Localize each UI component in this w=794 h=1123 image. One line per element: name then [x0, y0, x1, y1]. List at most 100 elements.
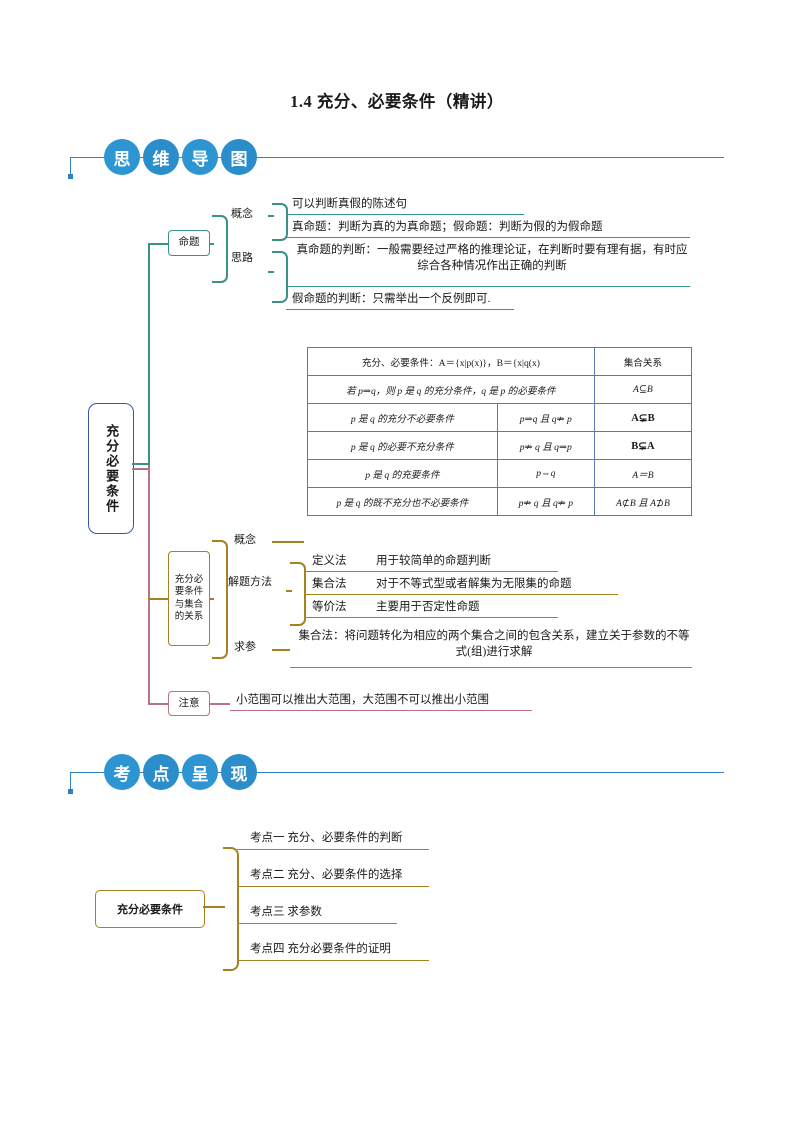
table-row: p 是 q 的既不充分也不必要条件 p⇏ q 且 q⇏ p A⊄B 且 A⊅B — [307, 487, 693, 516]
exam-bracket — [223, 847, 239, 971]
page-title: 1.4 充分、必要条件（精讲） — [290, 92, 504, 111]
exam-underline-3 — [237, 923, 397, 925]
branch1-line-2: 真命题：判断为真的为真命题；假命题：判断为假的为假命题 — [292, 221, 603, 233]
table-cell-set: A⊄B 且 A⊅B — [593, 487, 693, 516]
branch1-line-1: 可以判断真假的陈述句 — [292, 198, 407, 210]
methods-bracket-stem — [286, 590, 292, 592]
section-bubbles: 思 维 导 图 — [104, 139, 257, 175]
table-cell-logic: p⇏ q 且 q⇒p — [496, 431, 595, 460]
method-name-1: 定义法 — [312, 555, 347, 567]
section-rule — [70, 157, 724, 158]
table-header-right: 集合关系 — [593, 347, 693, 376]
section-left-cap — [68, 157, 73, 179]
branch3-label: 注意 — [178, 697, 200, 709]
method-desc-1: 用于较简单的命题判断 — [376, 555, 491, 567]
branch3-stem — [148, 703, 168, 705]
exam-root-stem — [203, 906, 223, 908]
table-cell-logic: p⇔q — [496, 459, 595, 488]
table-row: p 是 q 的充要条件 p⇔q A＝B — [307, 459, 693, 488]
bubble-char: 思 — [104, 139, 140, 175]
conditions-table: 充分、必要条件：A＝{x|p(x)}，B＝{x|q(x) 集合关系 若 p⇒q，… — [307, 347, 693, 516]
branch1-sub-label-approach: 思路 — [231, 252, 253, 264]
mindmap-root-node: 充分必要条件 — [88, 403, 134, 534]
branch2-sub-label-methods: 解题方法 — [228, 576, 272, 588]
branch1-node: 命题 — [168, 230, 210, 256]
branch3-underline — [230, 710, 532, 712]
param-underline — [290, 667, 692, 669]
branch1-line-3: 真命题的判断：一般需要经过严格的推理论证，在判断时要有理有据，有时应综合各种情况… — [296, 244, 688, 272]
branch2-sub-label-param: 求参 — [234, 641, 256, 653]
exam-root-label: 充分必要条件 — [117, 904, 183, 916]
table-row: p 是 q 的充分不必要条件 p⇒q 且 q⇏ p A⊊B — [307, 403, 693, 432]
method-underline-3 — [304, 617, 558, 619]
table-cell-set: A＝B — [593, 459, 693, 488]
concept-bracket-stem — [268, 215, 274, 217]
root-connector-rose — [132, 468, 149, 470]
branch2-param-text: 集合法：将问题转化为相应的两个集合之间的包含关系，建立关于参数的不等式(组)进行… — [298, 630, 690, 659]
branch1-sub-label-concept: 概念 — [231, 208, 253, 220]
mindmap-root-label: 充分必要条件 — [104, 423, 120, 514]
exam-bracket-stem — [221, 906, 225, 908]
branch1-stem — [148, 243, 168, 245]
table-cell-cond: p 是 q 的既不充分也不必要条件 — [307, 487, 498, 516]
concept-bracket — [272, 203, 288, 241]
branch2-label: 充分必要条件与集合的关系 — [174, 574, 204, 622]
method-desc-2: 对于不等式型或者解集为无限集的命题 — [376, 578, 572, 590]
method-desc-3: 主要用于否定性命题 — [376, 601, 480, 613]
table-row: p 是 q 的必要不充分条件 p⇏ q 且 q⇒p B⊊A — [307, 431, 693, 460]
branch1-underline-1 — [286, 214, 524, 216]
branch2-sub-label-concept: 概念 — [234, 534, 256, 546]
bubble-char: 呈 — [182, 754, 218, 790]
table-cell-cond: p 是 q 的充分不必要条件 — [307, 403, 498, 432]
approach-bracket-stem — [268, 271, 274, 273]
bubble-char: 考 — [104, 754, 140, 790]
param-link — [272, 649, 290, 651]
branch2-bracket-stem — [210, 598, 214, 600]
branch3-text: 小范围可以推出大范围，大范围不可以推出小范围 — [236, 694, 489, 706]
exam-point-4: 考点四 充分必要条件的证明 — [250, 943, 391, 955]
table-cell-cond: 若 p⇒q，则 p 是 q 的充分条件，q 是 p 的必要条件 — [307, 375, 595, 404]
exam-root-node: 充分必要条件 — [95, 890, 205, 928]
bubble-char: 图 — [221, 139, 257, 175]
method-underline-1 — [304, 571, 558, 573]
approach-bracket — [272, 251, 288, 303]
table-cell-set: A⊊B — [593, 403, 693, 432]
branch3-node: 注意 — [168, 691, 210, 716]
branch3-link — [210, 703, 230, 705]
exam-underline-4 — [237, 960, 429, 962]
section-left-cap — [68, 772, 73, 794]
table-cell-cond: p 是 q 的充要条件 — [307, 459, 498, 488]
table-cell-logic: p⇏ q 且 q⇏ p — [496, 487, 595, 516]
table-row: 若 p⇒q，则 p 是 q 的充分条件，q 是 p 的必要条件 A⊆B — [307, 375, 693, 404]
branch1-underline-2 — [286, 237, 690, 239]
branch1-bracket — [212, 215, 228, 283]
section-rule — [70, 772, 724, 773]
branch1-bracket-stem — [210, 243, 214, 245]
method-name-2: 集合法 — [312, 578, 347, 590]
branch1-underline-3 — [286, 286, 690, 288]
bubble-char: 现 — [221, 754, 257, 790]
exam-underline-2 — [237, 886, 429, 888]
table-header-row: 充分、必要条件：A＝{x|p(x)}，B＝{x|q(x) 集合关系 — [307, 347, 693, 376]
method-name-3: 等价法 — [312, 601, 347, 613]
exam-point-1: 考点一 充分、必要条件的判断 — [250, 832, 403, 844]
branch2-bracket — [212, 540, 228, 659]
section-bubbles: 考 点 呈 现 — [104, 754, 257, 790]
table-cell-set: B⊊A — [593, 431, 693, 460]
table-cell-set: A⊆B — [593, 375, 693, 404]
exam-point-3: 考点三 求参数 — [250, 906, 322, 918]
branch1-underline-4 — [286, 309, 514, 311]
root-connector-teal — [132, 463, 149, 465]
branch1-line-4: 假命题的判断：只需举出一个反例即可. — [292, 293, 491, 305]
table-header-left: 充分、必要条件：A＝{x|p(x)}，B＝{x|q(x) — [307, 347, 595, 376]
bubble-char: 维 — [143, 139, 179, 175]
root-spine-rose — [148, 465, 150, 705]
bubble-char: 点 — [143, 754, 179, 790]
root-spine-teal — [148, 243, 150, 465]
method-underline-2 — [304, 594, 618, 596]
table-cell-logic: p⇒q 且 q⇏ p — [496, 403, 595, 432]
exam-underline-1 — [237, 849, 429, 851]
branch2-stem — [148, 598, 168, 600]
table-cell-cond: p 是 q 的必要不充分条件 — [307, 431, 498, 460]
